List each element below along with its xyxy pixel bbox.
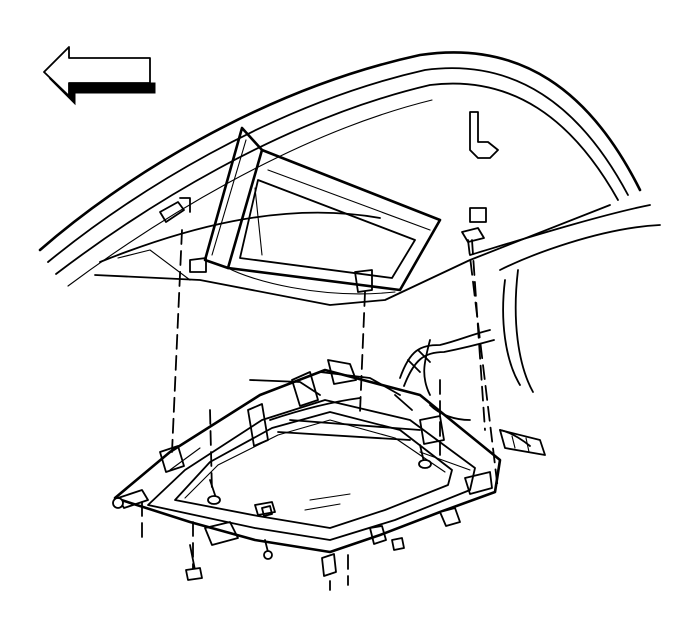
nut-bottom-right [391,537,405,551]
module-brackets [159,359,493,546]
sunroof-module-frame [113,368,502,554]
bolt-bottom-left [185,544,203,581]
alignment-guides [141,229,499,591]
bolt-right-lower [439,507,461,527]
arrow-left-icon [43,46,156,106]
bolt-left [112,489,149,509]
connector-right [499,429,546,456]
bolt-center-left [207,479,221,505]
roof-body-outline [38,51,661,393]
screw-bottom-center [263,539,273,560]
bolt-harness [418,444,432,469]
panel-detail [261,493,351,517]
fasteners [112,429,546,581]
bolt-bottom-center [321,553,337,577]
roof-brackets [159,111,499,293]
roof-opening [226,148,442,295]
